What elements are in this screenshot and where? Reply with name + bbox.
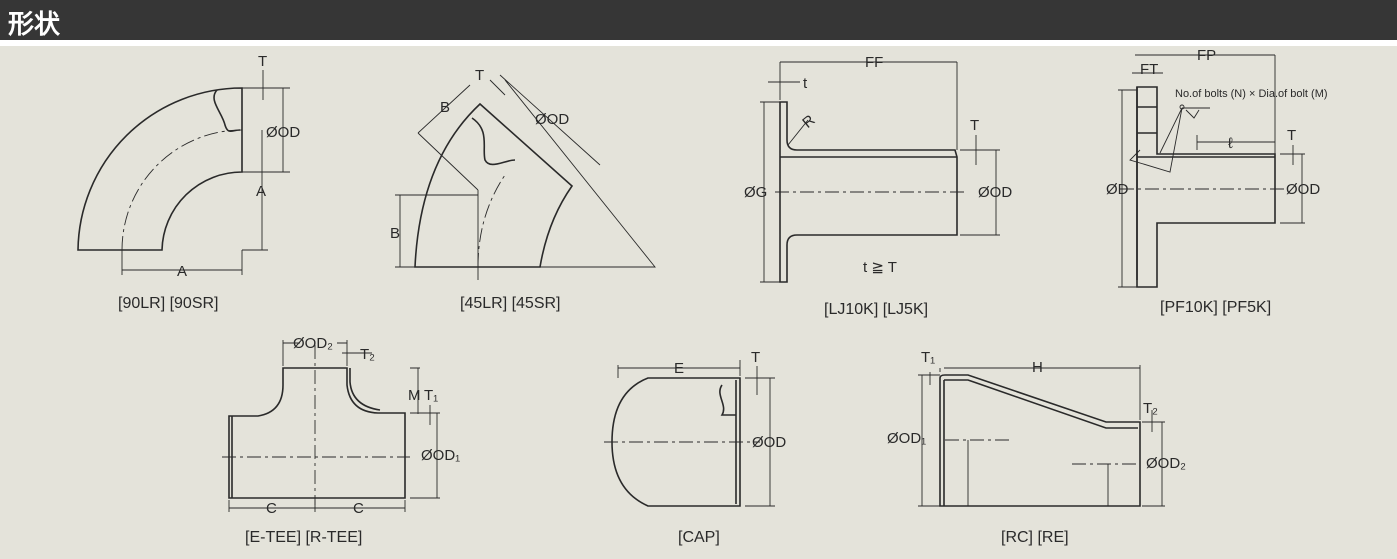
dim-d: ØD (1106, 181, 1129, 198)
lap-joint-drawing: FF t R T ØG ØOD t ≧ T [LJ10K] [LJ5K] (744, 54, 1012, 318)
dim-r: R (799, 112, 818, 132)
dim-t1: T₁ (921, 349, 935, 366)
dim-c-left: C (266, 500, 277, 517)
dim-t: T (970, 117, 979, 134)
dim-t: T (475, 67, 484, 84)
dim-od1: ØOD₁ (421, 447, 460, 464)
dim-od2: ØOD₂ (1146, 455, 1186, 472)
dim-t2: T₂ (1143, 400, 1158, 417)
caption-elbow-90: [90LR] [90SR] (118, 295, 219, 312)
cap-drawing: E T ØOD [CAP] (604, 349, 786, 546)
dim-a-vertical: A (256, 183, 266, 200)
section-header: 形状 (0, 0, 1397, 40)
dim-ff: FF (865, 54, 883, 71)
dim-t: T (751, 349, 760, 366)
dim-l: ℓ (1228, 135, 1233, 152)
dim-g: ØG (744, 184, 767, 201)
tee-drawing: ØOD₂ T₂ M T₁ ØOD₁ C C [E-TEE] [R-TEE] (222, 335, 460, 546)
dim-fp: FP (1197, 47, 1216, 64)
dim-t2: T₂ (360, 346, 375, 363)
elbow-90-drawing: T ØOD A A [90LR] [90SR] (77, 53, 300, 312)
dim-t: T (258, 53, 267, 70)
caption-cap: [CAP] (678, 529, 720, 546)
dim-e: E (674, 360, 684, 377)
dim-od: ØOD (535, 111, 569, 128)
caption-tee: [E-TEE] [R-TEE] (245, 529, 362, 546)
dim-od: ØOD (1286, 181, 1320, 198)
dim-h: H (1032, 359, 1043, 376)
dim-ft: FT (1140, 61, 1158, 78)
reducer-drawing: T₁ H T₂ ØOD₁ ØOD₂ [RC] [RE] (887, 349, 1186, 546)
caption-reducer: [RC] [RE] (1001, 529, 1069, 546)
dim-od1: ØOD₁ (887, 430, 926, 447)
dim-b-top: B (440, 99, 450, 116)
bolts-note: No.of bolts (N) × Dia.of bolt (M) (1175, 88, 1328, 100)
dim-b-left: B (390, 225, 400, 242)
dim-c-right: C (353, 500, 364, 517)
dim-t1: T₁ (424, 387, 438, 404)
caption-plate-flange: [PF10K] [PF5K] (1160, 299, 1271, 316)
note-t-ge-t: t ≧ T (863, 259, 897, 276)
dim-od2: ØOD₂ (293, 335, 333, 352)
caption-lap-joint: [LJ10K] [LJ5K] (824, 301, 928, 318)
caption-elbow-45: [45LR] [45SR] (460, 295, 561, 312)
dim-a-horizontal: A (177, 263, 187, 280)
dim-t: T (1287, 127, 1296, 144)
dim-t-small: t (803, 75, 808, 92)
elbow-45-drawing: T ØOD B B [45LR] [45SR] (390, 67, 656, 312)
plate-flange-drawing: FP FT No.of bolts (N) × Dia.of bolt (M) … (1106, 47, 1328, 316)
header-divider (0, 40, 1397, 46)
section-title: 形状 (8, 10, 61, 40)
dim-m: M (408, 387, 421, 404)
dim-od: ØOD (752, 434, 786, 451)
dim-od: ØOD (266, 124, 300, 141)
dim-od: ØOD (978, 184, 1012, 201)
